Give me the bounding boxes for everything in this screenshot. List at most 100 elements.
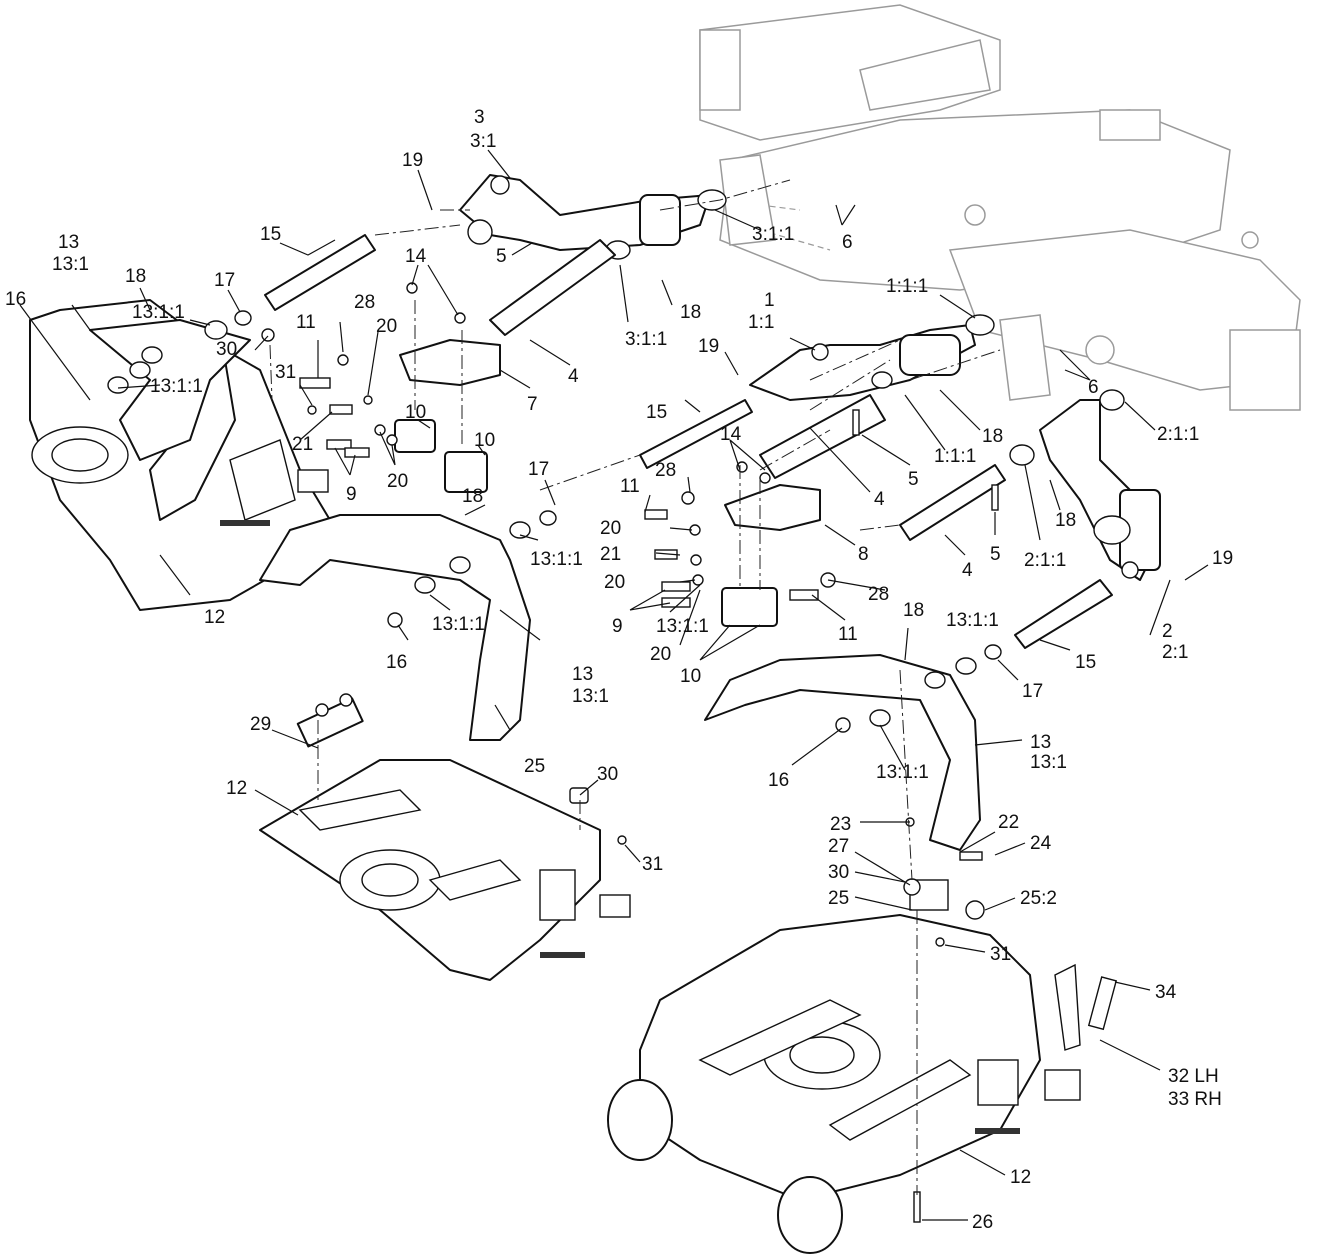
callout-13-1-1-c: 13:1:1 (530, 549, 583, 570)
callout-19-b: 19 (698, 336, 719, 357)
callout-17-b: 17 (528, 459, 549, 480)
callout-16: 16 (5, 289, 26, 310)
callout-13: 13 (58, 232, 79, 253)
callout-12-b: 12 (226, 778, 247, 799)
assembly-centerlines (269, 179, 1001, 1195)
callout-20-e: 20 (650, 644, 671, 665)
callout-25-b: 25 (828, 888, 849, 909)
callout-2-1-1-b: 2:1:1 (1024, 550, 1066, 571)
callout-31: 31 (275, 362, 296, 383)
callout-11-b: 11 (620, 476, 640, 497)
callout-13-1-1: 13:1:1 (132, 302, 185, 323)
lift-arm-middle-left (259, 510, 557, 741)
bracket-7 (394, 282, 501, 493)
callout-23: 23 (830, 814, 851, 835)
callout-20-d: 20 (604, 572, 625, 593)
callout-5: 5 (496, 246, 507, 267)
callout-13-c: 13 (1030, 732, 1051, 753)
callout-2-1: 2:1 (1162, 642, 1188, 663)
callout-13-1-1-g: 13:1:1 (876, 762, 929, 783)
lift-arm-1 (749, 314, 995, 401)
callout-18: 18 (125, 266, 146, 287)
callout-10-b: 10 (474, 430, 495, 451)
callout-15: 15 (260, 224, 281, 245)
callout-6-b: 6 (1088, 377, 1099, 398)
callout-1: 1 (764, 290, 775, 311)
callout-15-b: 15 (646, 402, 667, 423)
callout-13-1: 13:1 (52, 254, 89, 275)
callout-15-c: 15 (1075, 652, 1096, 673)
callout-5-b: 5 (908, 469, 919, 490)
callout-16-b: 16 (386, 652, 407, 673)
callout-19: 19 (402, 150, 423, 171)
callout-14-b: 14 (720, 424, 742, 445)
callout-34: 34 (1155, 982, 1177, 1003)
callout-7: 7 (527, 394, 538, 415)
callout-14: 14 (405, 246, 427, 267)
callout-17-c: 17 (1022, 681, 1043, 702)
callout-9-b: 9 (612, 616, 623, 637)
callout-8: 8 (858, 544, 869, 565)
callout-30: 30 (216, 339, 237, 360)
callout-2-1-1: 2:1:1 (1157, 424, 1199, 445)
callout-20-b: 20 (387, 471, 408, 492)
callout-33-rh: 33 RH (1168, 1089, 1222, 1110)
callout-13-1-1-f: 13:1:1 (946, 610, 999, 631)
deck-middle (259, 693, 631, 981)
callout-13-1-c: 13:1 (1030, 752, 1067, 773)
callout-3-1-1: 3:1:1 (752, 224, 794, 245)
callout-11: 11 (296, 312, 316, 333)
callout-30-b: 30 (597, 764, 618, 785)
hardware-middle (644, 491, 836, 608)
callout-11-c: 11 (838, 624, 858, 645)
callout-13-1-1-b: 13:1:1 (150, 376, 203, 397)
callout-13-b: 13 (572, 664, 593, 685)
callout-3: 3 (474, 107, 485, 128)
lift-arm-2 (1009, 389, 1161, 581)
callout-12: 12 (204, 607, 225, 628)
lift-arm-lower-right (704, 579, 1113, 851)
callout-28-b: 28 (655, 460, 676, 481)
callout-21: 21 (292, 434, 313, 455)
callout-18-e: 18 (462, 486, 483, 507)
callout-3-1: 3:1 (470, 131, 496, 152)
callout-31-c: 31 (990, 944, 1011, 965)
tractor-frame (699, 4, 1301, 411)
callout-6: 6 (842, 232, 853, 253)
callout-26: 26 (972, 1212, 993, 1233)
callout-20: 20 (376, 316, 397, 337)
callout-25-2: 25:2 (1020, 888, 1057, 909)
callout-10: 10 (405, 402, 426, 423)
pivot-tube-upper (107, 234, 616, 394)
callout-4-c: 4 (962, 560, 973, 581)
callout-19-c: 19 (1212, 548, 1233, 569)
callout-3-1-1-b: 3:1:1 (625, 329, 667, 350)
callout-20-c: 20 (600, 518, 621, 539)
hardware-left (261, 328, 398, 458)
lift-arm-3 (459, 174, 727, 260)
pivot-tube-middle (639, 394, 1006, 541)
callout-25: 25 (524, 756, 545, 777)
callout-29: 29 (250, 714, 271, 735)
callout-28-c: 28 (868, 584, 889, 605)
callout-17: 17 (214, 270, 235, 291)
callout-4: 4 (568, 366, 579, 387)
callout-4-b: 4 (874, 489, 885, 510)
callout-5-c: 5 (990, 544, 1001, 565)
callout-21-b: 21 (600, 544, 621, 565)
callout-13-1-b: 13:1 (572, 686, 609, 707)
callout-18-b: 18 (680, 302, 701, 323)
callout-22: 22 (998, 812, 1019, 833)
callout-24: 24 (1030, 833, 1052, 854)
callout-18-f: 18 (903, 600, 924, 621)
callout-18-d: 18 (1055, 510, 1076, 531)
callout-12-c: 12 (1010, 1167, 1031, 1188)
callout-13-1-1-d: 13:1:1 (432, 614, 485, 635)
callout-27: 27 (828, 836, 849, 857)
callout-1-1-1-b: 1:1:1 (934, 446, 976, 467)
callout-31-b: 31 (642, 854, 663, 875)
callout-28: 28 (354, 292, 375, 313)
callout-2: 2 (1162, 621, 1173, 642)
callout-10-c: 10 (680, 666, 701, 687)
bracket-8 (721, 461, 821, 627)
